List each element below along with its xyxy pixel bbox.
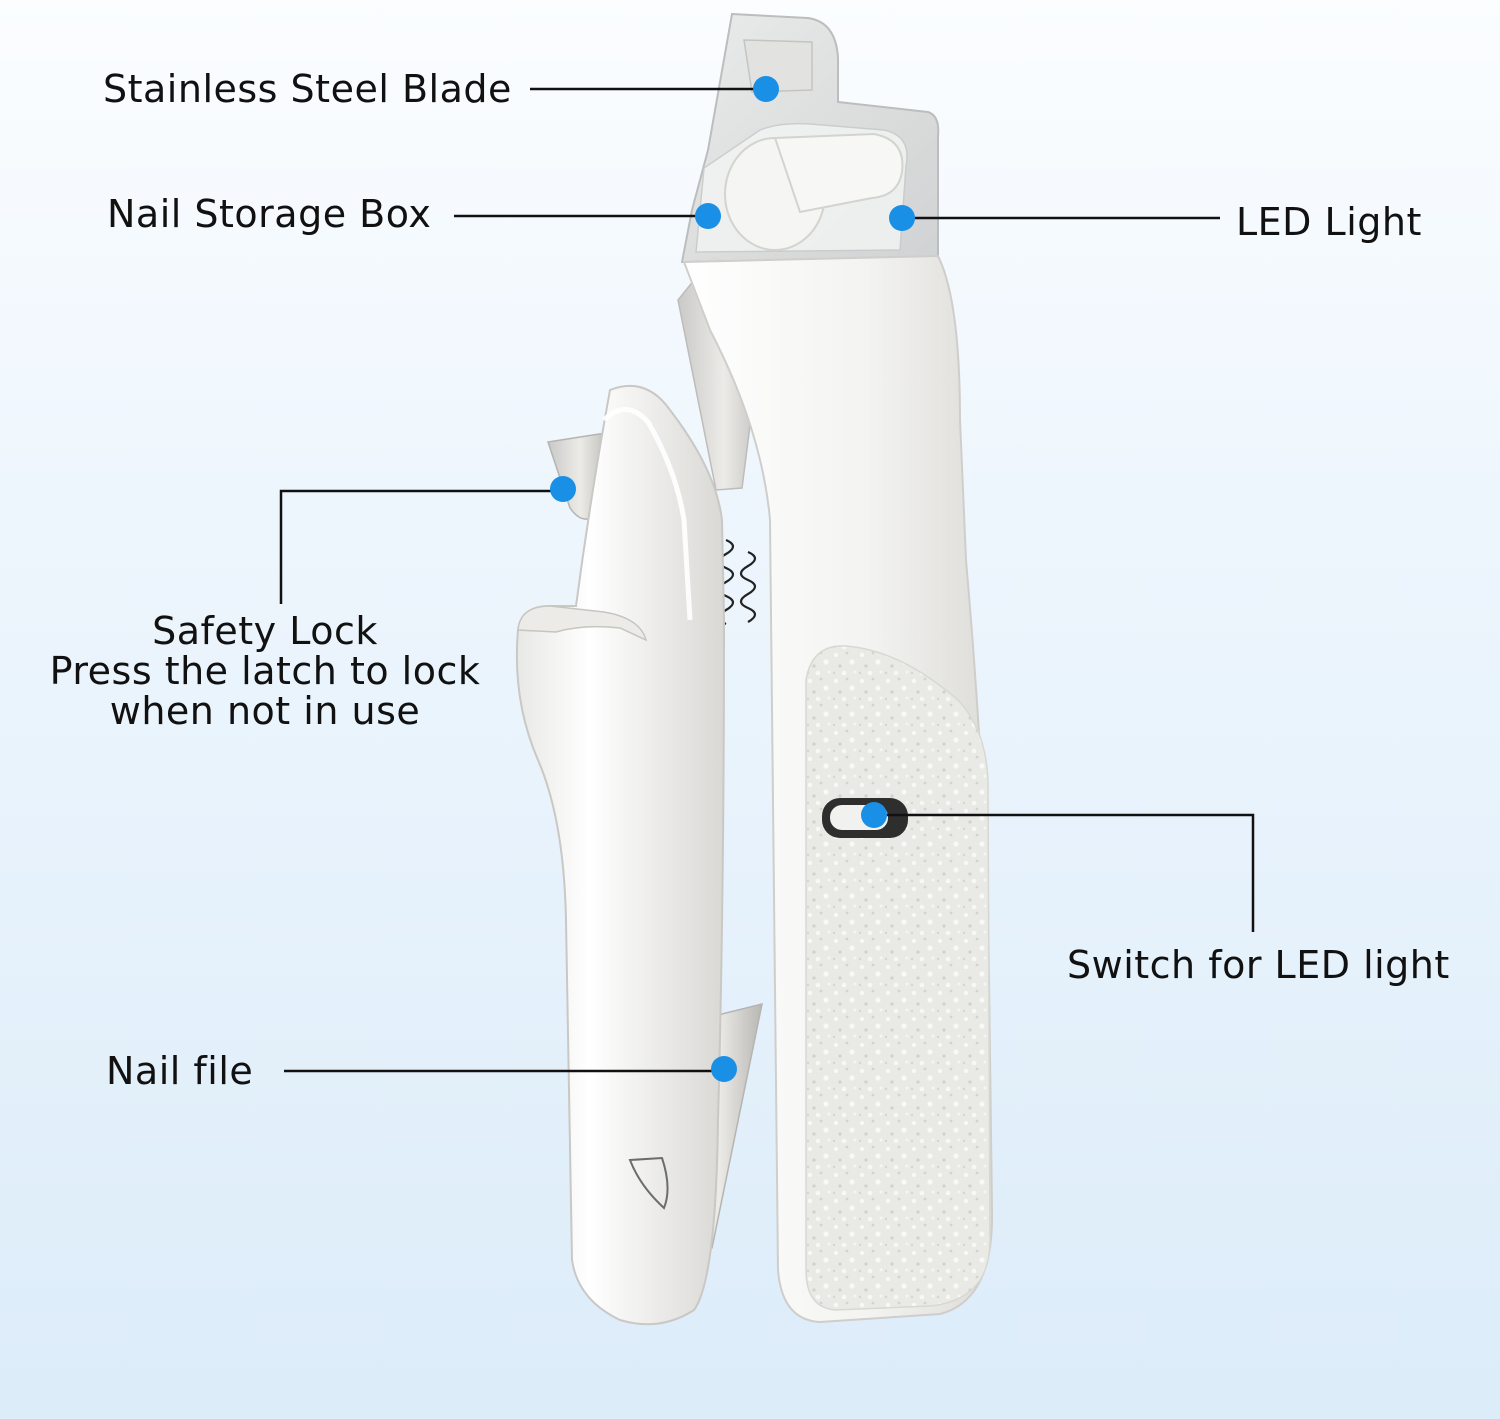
dot-nail-file	[711, 1056, 737, 1082]
leader-switch	[874, 813, 1255, 932]
lever-handle	[515, 385, 726, 1326]
dot-storage	[695, 203, 721, 229]
dot-blade	[753, 76, 779, 102]
label-stainless-steel-blade: Stainless Steel Blade	[103, 67, 512, 111]
textured-grip	[805, 645, 991, 1311]
lever-highlight	[602, 407, 693, 621]
label-safety-lock: Safety Lock Press the latch to lock when…	[30, 609, 500, 733]
label-switch-for-led-light: Switch for LED light	[1067, 943, 1450, 987]
spring	[717, 538, 757, 626]
leader-safety-lock	[279, 489, 563, 604]
label-led-light: LED Light	[1236, 200, 1422, 244]
safety-lock-line2: Press the latch to lock	[49, 648, 481, 693]
safety-lock-title: Safety Lock	[152, 609, 378, 653]
cap-knob-lever	[773, 132, 904, 214]
label-nail-file: Nail file	[106, 1049, 254, 1093]
dot-led	[889, 205, 915, 231]
safety-lock-line3: when not in use	[109, 688, 421, 733]
label-nail-storage-box: Nail Storage Box	[107, 192, 432, 236]
dot-safety-lock	[550, 476, 576, 502]
lever-emblem	[628, 1156, 669, 1210]
safety-latch[interactable]	[517, 605, 648, 642]
dot-switch	[861, 802, 887, 828]
